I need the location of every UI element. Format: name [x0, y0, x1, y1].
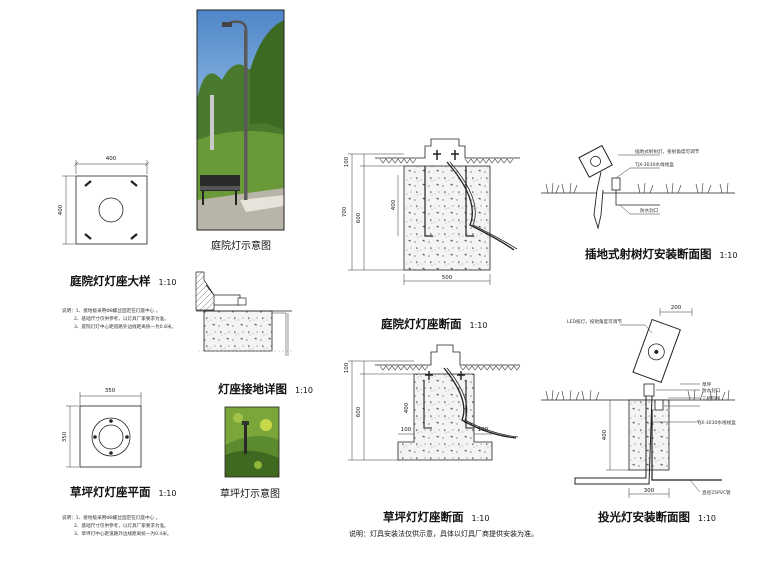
lawn-base-dim-width: 350	[105, 388, 116, 394]
lawn-section-dim-1: 100	[344, 362, 350, 373]
flood-light-labels: LED投灯，投射角度可调节 草坪 防水封口 三相四线 TJX-3030水线线盒 …	[567, 318, 736, 496]
lawn-light-photo	[224, 406, 280, 478]
spike-light-drawing	[541, 144, 735, 230]
garden-base-note-2: 2、基础尺寸仅供参考，以灯具厂家要求为准。	[74, 315, 169, 322]
flood-light-dims: 200 400 300	[602, 305, 682, 494]
lawn-section-drawing	[348, 344, 521, 461]
flood-label-4: 三相四线	[702, 395, 721, 402]
garden-light-photo-caption: 庭院灯示意图	[211, 239, 271, 252]
spike-label-3: 防水封口	[640, 207, 659, 214]
spike-label-2: TJX-3030水线线盒	[634, 161, 674, 168]
flood-label-2: 草坪	[702, 381, 712, 388]
garden-light-photo	[196, 9, 285, 231]
lawn-section-dim-5: 100	[478, 427, 489, 433]
flood-light-drawing	[541, 308, 735, 498]
garden-section-dim-4: 400	[391, 199, 397, 210]
grounding-detail-drawing	[195, 271, 292, 356]
flood-label-5: TJX-3030水线线盒	[696, 419, 736, 426]
lawn-section-dim-2: 600	[356, 406, 362, 417]
flood-label-6: 直径25PVC管	[702, 489, 731, 496]
garden-base-note-1: 说明：1、接地极采用Φ8螺丝固定在灯座中心 。	[62, 307, 160, 314]
garden-section-dims: 100 700 600 400 500	[342, 156, 453, 281]
garden-section-dim-5: 500	[442, 275, 453, 281]
lawn-base-plan-drawing	[66, 392, 142, 468]
lawn-base-dim-height: 350	[62, 431, 68, 442]
garden-section-dim-3: 600	[356, 212, 362, 223]
garden-section-dim-2: 700	[342, 206, 348, 217]
lawn-base-note-3: 3、草坪灯中心距道路外边线距离统一为0.4米。	[74, 530, 172, 537]
lawn-light-photo-caption: 草坪灯示意图	[220, 487, 280, 500]
lawn-section-dims: 100 600 100 400 100	[344, 362, 489, 433]
garden-base-notes: 说明：1、接地极采用Φ8螺丝固定在灯座中心 。 2、基础尺寸仅供参考，以灯具厂家…	[62, 307, 176, 330]
lawn-section-dim-3: 100	[401, 427, 412, 433]
garden-base-plan-drawing	[62, 160, 150, 245]
lawn-section-dim-4: 400	[404, 402, 410, 413]
lawn-base-notes: 说明：1、接地极采用Φ8螺丝固定在灯座中心 。 2、基础尺寸仅供参考，以灯具厂家…	[62, 514, 172, 537]
flood-label-3: 防水封口	[702, 387, 721, 394]
spike-light-labels: 插地式射树灯，投射角度可调节 TJX-3030水线线盒 防水封口	[634, 148, 700, 214]
flood-dim-2: 400	[602, 429, 608, 440]
garden-base-dim-width: 400	[106, 156, 117, 162]
flood-dim-3: 300	[644, 488, 655, 494]
garden-base-dim-height: 400	[58, 204, 64, 215]
bottom-note: 说明：灯具安装法仅供示意，具体以灯具厂商提供安装为准。	[349, 529, 538, 538]
lawn-base-note-1: 说明：1、接地极采用Φ8螺丝固定在灯座中心 。	[62, 514, 160, 521]
flood-dim-1: 200	[671, 305, 682, 311]
garden-section-dim-1: 100	[344, 156, 350, 167]
garden-section-drawing	[348, 138, 520, 285]
flood-label-1: LED投灯，投射角度可调节	[567, 318, 622, 325]
garden-base-note-3: 3、庭院灯灯中心距道路外边线距离统一为0.8米。	[74, 323, 176, 330]
lawn-base-note-2: 2、基础尺寸仅供参考，以灯具厂家要求为准。	[74, 522, 169, 529]
spike-label-1: 插地式射树灯，投射角度可调节	[635, 148, 700, 155]
